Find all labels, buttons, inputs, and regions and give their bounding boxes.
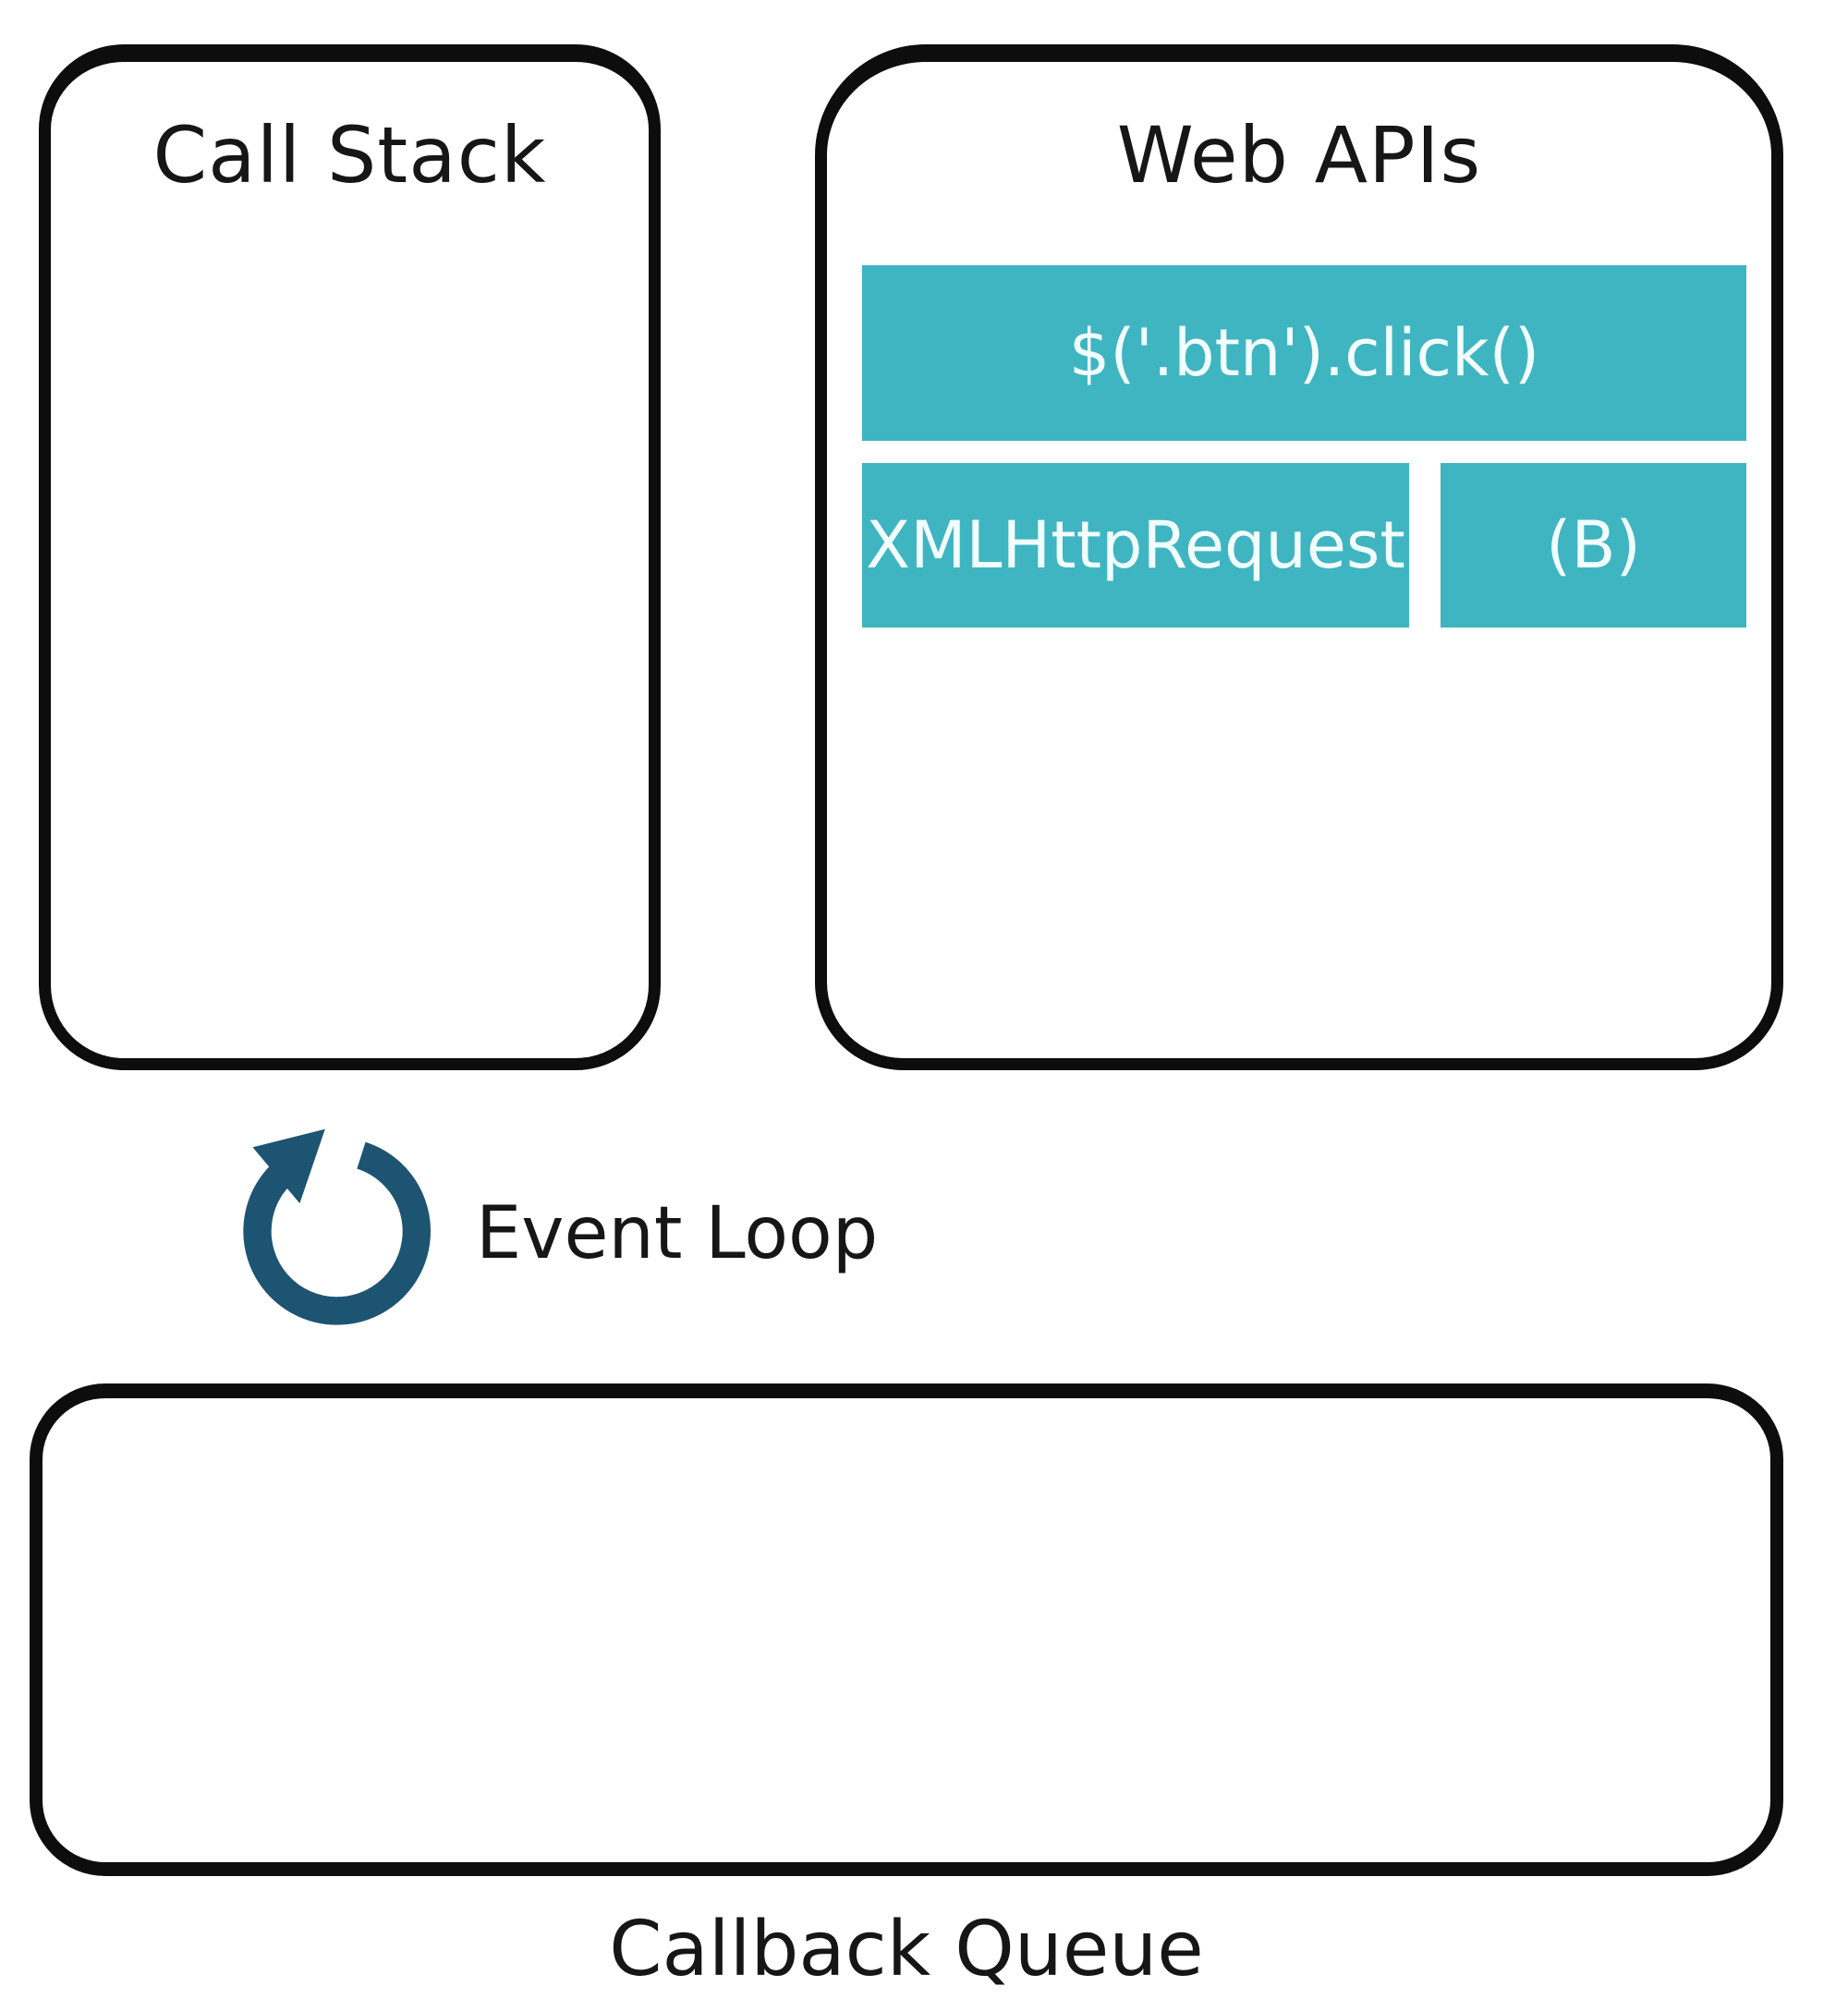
web-api-task-b-label: (B) [1546,507,1641,583]
call-stack-title: Call Stack [152,110,547,201]
web-api-task-xhr-label: XMLHttpRequest [866,507,1405,583]
web-apis-box: Web APIs $('.btn').click() XMLHttpReques… [815,44,1783,1070]
web-api-task-click: $('.btn').click() [862,265,1746,441]
web-api-task-b: (B) [1441,463,1746,628]
web-api-task-click-label: $('.btn').click() [1068,315,1540,391]
callback-queue-label: Callback Queue [609,1906,1204,1993]
loop-arrow-icon [243,1128,432,1325]
web-api-task-xhr: XMLHttpRequest [862,463,1409,628]
call-stack-box: Call Stack [39,44,661,1070]
callback-queue-box [30,1383,1783,1876]
web-apis-title: Web APIs [1116,110,1482,201]
event-loop [229,1120,446,1337]
event-loop-label: Event Loop [476,1192,879,1275]
